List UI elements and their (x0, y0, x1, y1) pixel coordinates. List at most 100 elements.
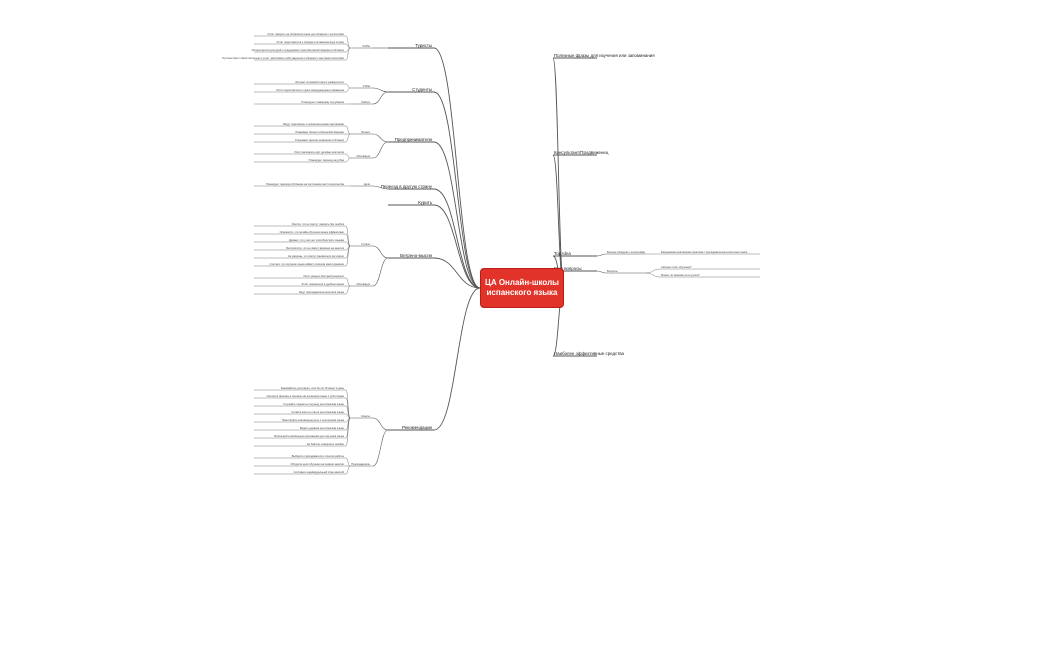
branch-node[interactable]: Top Idea (554, 251, 571, 256)
leaf-node[interactable]: Хотят расширить круг деловых контактов (294, 151, 344, 154)
leaf-node[interactable]: Читайте книги и статьи на испанском язык… (291, 411, 345, 414)
leaf-node[interactable]: Открывают филиал компании в Испании (294, 139, 344, 142)
leaf-connector (345, 417, 351, 447)
leaf-node[interactable]: Хотят говорить на испанском языке для об… (267, 33, 344, 36)
leaf-node[interactable]: Выберите преподавателя с опытом работы (291, 455, 344, 458)
leaf-node[interactable]: Путешествуют самостоятельно и хотят чувс… (222, 57, 344, 60)
leaf-connector (345, 457, 351, 467)
leaf-node[interactable]: Развивают бизнес в Латинской Америке (295, 131, 344, 134)
leaf-connector (345, 389, 351, 419)
branch-node[interactable]: Предприниматели (394, 137, 432, 142)
branch-node[interactable]: Наиболее эффективные средства (554, 351, 624, 356)
leaf-node[interactable]: Ведите дневник на испанском языке (300, 427, 344, 430)
leaf-node[interactable]: Не бойтесь совершать ошибки (306, 443, 344, 446)
sub-branch-node[interactable]: Работа (361, 101, 370, 104)
leaf-node[interactable]: Изучают испанский язык в университете (295, 81, 344, 84)
leaf-node[interactable]: Планируют переезд за рубеж (308, 159, 344, 162)
branch-node[interactable]: Консультант/Продвиженец (554, 150, 609, 155)
sub-branch-node[interactable]: Хобби (362, 45, 370, 48)
central-topic-node[interactable]: ЦА Онлайн-школы испанского языка (480, 268, 564, 308)
branch-node[interactable]: Ещё вопросы (554, 266, 582, 271)
leaf-node[interactable]: Опасаются, что онлайн-обучение менее эфф… (279, 231, 344, 234)
leaf-node[interactable]: Ежедневная разговорная практика с препод… (661, 251, 748, 254)
leaf-connector (345, 153, 351, 159)
leaf-node[interactable]: Хотят подготовиться к поездке в испанояз… (276, 41, 345, 44)
leaf-node[interactable]: Ищут преподавателя-носителя языка (298, 291, 344, 294)
branch-node[interactable]: Туристы (415, 43, 432, 48)
leaf-node[interactable]: Используйте мобильные приложения для изу… (274, 435, 344, 438)
sub-branch-node[interactable]: Вопросы (607, 270, 618, 273)
sub-branch-node[interactable]: Мотивация (356, 155, 370, 158)
branch-node[interactable]: Ветрено-мысли (400, 253, 432, 258)
leaf-node[interactable]: Беспокоятся, что не хватит времени на за… (286, 247, 344, 250)
leaf-connector (345, 87, 351, 93)
sub-branch-node[interactable]: Советы (360, 415, 370, 418)
leaf-connector (645, 268, 661, 274)
leaf-node[interactable]: Хотят заниматься в удобное время (301, 283, 344, 286)
branch-node[interactable]: Курить (418, 200, 432, 205)
leaf-connector (345, 245, 351, 267)
leaf-connector (345, 225, 351, 247)
leaf-connector (345, 125, 351, 135)
branch-connector (433, 287, 481, 431)
branch-connector (433, 188, 481, 289)
leaf-node[interactable]: Слушайте подкасты и музыку на испанском … (283, 403, 344, 406)
sub-branch-connector (372, 245, 389, 259)
branch-node[interactable]: Переезд в другую страну (380, 184, 432, 189)
leaf-connector (345, 285, 351, 295)
central-topic-label: ЦА Онлайн-школы испанского языка (484, 278, 559, 297)
leaf-node[interactable]: Считают, что изучение языка займёт слишк… (269, 263, 344, 266)
leaf-node[interactable]: Планируют стажировку за рубежом (301, 101, 344, 104)
sub-branch-connector (596, 253, 607, 257)
branch-node[interactable]: Рекомендации (402, 425, 432, 430)
sub-branch-connector (372, 257, 389, 287)
leaf-node[interactable]: Не уверены, что смогут заниматься регуля… (287, 255, 344, 258)
leaf-connector (345, 83, 351, 89)
leaf-node[interactable]: Интересуются культурой и традициями стра… (251, 49, 344, 52)
sub-branch-node[interactable]: Мотивация (356, 283, 370, 286)
leaf-node[interactable]: Составьте индивидуальный план занятий (293, 471, 344, 474)
sub-branch-connector (372, 133, 389, 143)
leaf-node[interactable]: Практикуйте разговорную речь с носителям… (281, 419, 344, 422)
leaf-connector (345, 157, 351, 163)
leaf-node[interactable]: Хотят подготовиться к сдаче международны… (276, 89, 344, 92)
sub-branch-connector (372, 185, 389, 190)
sub-branch-connector (372, 141, 389, 159)
leaf-node[interactable]: Ведут переговоры с испаноязычными партнё… (283, 123, 344, 126)
leaf-node[interactable]: Думают, что у них нет способностей к язы… (289, 239, 344, 242)
leaf-connector (345, 277, 351, 287)
branch-connector (433, 47, 481, 289)
leaf-node[interactable]: Смотрите фильмы и сериалы на испанском я… (266, 395, 344, 398)
branch-node[interactable]: Студенты (412, 87, 432, 92)
branch-connector (433, 204, 481, 289)
branch-connector (433, 257, 481, 289)
leaf-node[interactable]: Занимайтесь регулярно, хотя бы по 15 мин… (280, 387, 344, 390)
leaf-node[interactable]: Планируют переезд в Испанию на постоянно… (265, 183, 344, 186)
sub-branch-node[interactable]: Цели (363, 183, 370, 186)
leaf-node[interactable]: Сколько стоит обучение? (661, 266, 692, 269)
leaf-node[interactable]: Боятся, что не смогут говорить без ошибо… (292, 223, 344, 226)
sub-branch-connector (372, 87, 389, 93)
branch-connector (433, 141, 481, 289)
sub-branch-connector (372, 417, 389, 431)
sub-branch-node[interactable]: Преподаватель (351, 463, 370, 466)
leaf-connector (345, 417, 351, 439)
sub-branch-node[interactable]: Больше общения с носителями (607, 251, 645, 254)
leaf-connector (345, 465, 351, 475)
leaf-node[interactable]: Обсудите цели обучения на первом занятии (290, 463, 344, 466)
leaf-connector (645, 272, 661, 278)
leaf-connector (345, 133, 351, 143)
sub-branch-node[interactable]: Страхи (361, 243, 370, 246)
sub-branch-node[interactable]: Бизнес (361, 131, 370, 134)
leaf-connector (345, 397, 351, 419)
sub-branch-node[interactable]: Учёба (362, 85, 370, 88)
leaf-connector (345, 35, 351, 49)
branch-node[interactable]: Полезные фразы для изучения или запомина… (554, 53, 655, 58)
branch-connector (433, 91, 481, 289)
sub-branch-connector (372, 91, 389, 105)
sub-branch-connector (596, 270, 607, 274)
leaf-node[interactable]: Можно ли заниматься в группе? (661, 274, 700, 277)
leaf-node[interactable]: Хотят увидеть быстрый результат (303, 275, 344, 278)
